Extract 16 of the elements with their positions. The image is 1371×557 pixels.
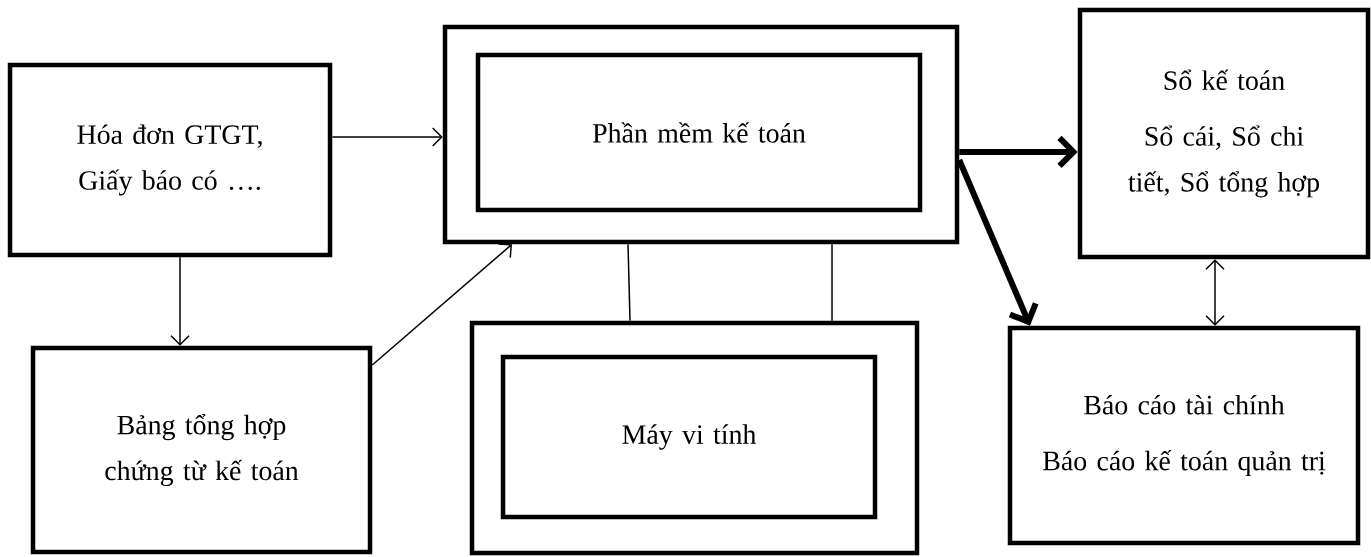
text-box: Báo cáo tài chính Báo cáo kế toán quản trị <box>1007 325 1361 546</box>
arrow <box>959 135 1078 169</box>
text-box: Hóa đơn GTGT, Giấy báo có …. <box>7 62 333 258</box>
arrow <box>170 256 190 346</box>
text-box: Phần mềm kế toán <box>475 52 923 213</box>
arrow <box>956 158 1039 326</box>
text-box: Sổ kế toán Sổ cái, Sổ chi tiết, Sổ tổng hợp <box>1077 7 1371 260</box>
connector-line <box>831 243 833 322</box>
outer-box <box>442 24 960 245</box>
text-box: Máy vi tính <box>500 354 878 520</box>
outer-box <box>469 320 920 556</box>
arrow <box>1205 259 1225 326</box>
arrow <box>371 243 512 366</box>
arrow <box>331 127 443 147</box>
text-box: Bảng tổng hợp chứng từ kế toán <box>30 345 373 555</box>
connector-line <box>627 243 631 322</box>
